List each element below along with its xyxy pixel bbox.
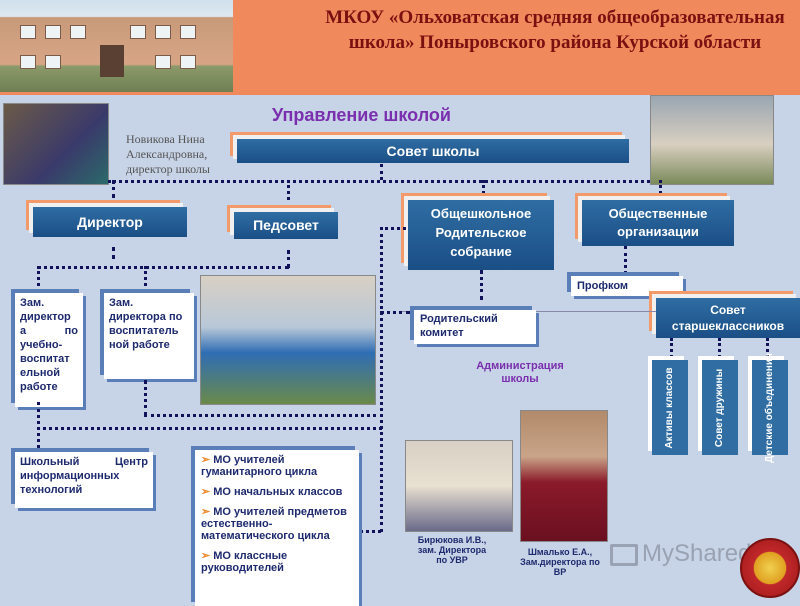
mo-item: ➢МО учителей гуманитарного цикла xyxy=(201,454,318,478)
director-photo xyxy=(3,103,109,185)
profkom-box: Профком xyxy=(571,276,683,296)
children-unions-box: Детские объединения xyxy=(752,353,788,462)
deputy-uvr-box: Зам. директор а по учебно-воспитат ельно… xyxy=(15,293,83,407)
parent-assembly-box: Общешкольное Родительское собрание xyxy=(408,200,554,270)
school-title: МКОУ «Ольховатская средняя общеобразоват… xyxy=(325,7,785,53)
mo-item-label: МО учителей предметов естественно-матема… xyxy=(201,506,347,542)
connector xyxy=(380,311,410,314)
class-actives-box: Активы классов xyxy=(652,360,688,455)
connector xyxy=(380,227,406,230)
connector xyxy=(108,180,650,183)
connector xyxy=(144,380,147,416)
senior-council-box: Совет старшеклассников xyxy=(656,298,800,338)
connector xyxy=(112,180,115,198)
deputy-vr-box: Зам. директора по воспитатель ной работе xyxy=(104,293,194,379)
council-box: Совет школы xyxy=(237,139,629,163)
shmalko-caption: Шмалько Е.А., Зам.директора по ВР xyxy=(520,547,600,577)
children-unions-label: Детские объединения xyxy=(764,352,775,463)
connector xyxy=(144,414,376,417)
connector xyxy=(37,402,40,448)
birukova-photo xyxy=(405,440,513,532)
watermark: MyShared xyxy=(610,540,751,568)
birukova-caption: Бирюкова И.В., зам. Директора по УВР xyxy=(417,535,487,565)
parent-assembly-line1: Общешкольное xyxy=(430,206,532,221)
connector xyxy=(37,427,382,430)
connector xyxy=(287,250,290,268)
connector xyxy=(144,266,147,286)
watermark-text: MyShared xyxy=(642,540,752,567)
mo-item-label: МО начальных классов xyxy=(213,486,343,498)
connector xyxy=(482,180,485,194)
connector xyxy=(37,266,289,269)
pedsovet-photo xyxy=(200,275,376,405)
shmalko-photo xyxy=(520,410,608,542)
council-photo xyxy=(650,95,774,185)
mo-list-box: ➢МО учителей гуманитарного цикла ➢МО нач… xyxy=(195,450,359,606)
connector xyxy=(659,180,662,194)
director-box: Директор xyxy=(33,207,187,237)
mo-item: ➢МО учителей предметов естественно-матем… xyxy=(201,506,347,542)
connector xyxy=(480,270,483,300)
connector xyxy=(380,164,383,180)
management-title: Управление школой xyxy=(272,105,451,125)
monitor-icon xyxy=(610,543,638,566)
connector xyxy=(287,180,290,200)
school-building-photo xyxy=(0,0,233,92)
squad-council-box: Совет дружины xyxy=(702,360,738,455)
public-orgs-box: Общественные организации xyxy=(582,200,734,246)
parent-committee-box: Родительский комитет xyxy=(414,310,536,344)
pedsovet-box: Педсовет xyxy=(234,212,338,239)
connector xyxy=(766,338,769,358)
mo-item-label: МО учителей гуманитарного цикла xyxy=(201,454,318,478)
connector xyxy=(718,338,721,358)
it-center-box: Школьный Центр информационных технологий xyxy=(15,452,153,508)
connector xyxy=(624,246,627,274)
squad-council-label: Совет дружины xyxy=(714,368,725,447)
connector xyxy=(112,247,115,259)
connector xyxy=(355,530,381,533)
mo-item: ➢МО классные руководителей xyxy=(201,550,288,574)
connector xyxy=(380,227,383,532)
director-caption: Новикова Нина Александровна, директор шк… xyxy=(126,132,210,176)
mo-item-label: МО классные руководителей xyxy=(201,550,288,574)
admin-label: Администрация школы xyxy=(476,360,564,385)
school-emblem xyxy=(740,538,800,598)
connector xyxy=(37,266,40,286)
mo-item: ➢МО начальных классов xyxy=(201,486,343,498)
parent-assembly-line2: Родительское собрание xyxy=(435,225,527,259)
connector xyxy=(670,338,673,358)
class-actives-label: Активы классов xyxy=(664,366,675,449)
